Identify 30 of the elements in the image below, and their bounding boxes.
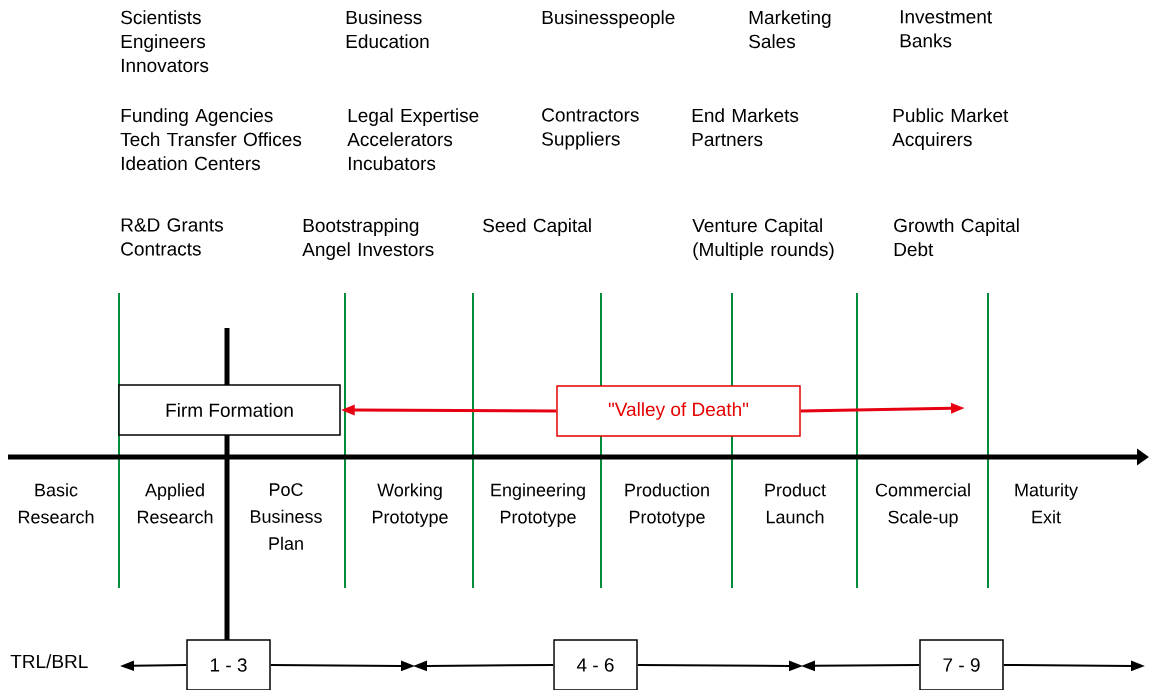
text-label: TRL/BRL xyxy=(10,654,88,669)
text-label: Scientists Engineers Innovators xyxy=(121,10,209,73)
stage-label: Commercial Scale-up xyxy=(875,483,970,527)
stage-label: Basic Research xyxy=(18,483,94,524)
stage-label: Applied Research xyxy=(137,483,213,524)
text-label: Seed Capital xyxy=(483,218,591,236)
text-label: Businesspeople xyxy=(542,10,675,28)
text-label: Contractors Suppliers xyxy=(542,108,639,150)
text-label: Marketing Sales xyxy=(749,10,831,49)
stage-label: Product Launch xyxy=(765,483,826,524)
text-label: Growth Capital Debt xyxy=(894,218,1019,257)
text-label: Business Education xyxy=(346,10,429,49)
text-label: Bootstrapping Angel Investors xyxy=(302,218,434,260)
text-label: Funding Agencies Tech Transfer Offices Ideation Centers xyxy=(120,108,302,171)
text-label: End Markets Partners xyxy=(692,108,799,147)
callout-box: "Valley of Death" xyxy=(556,385,801,437)
text-label: Public Market Acquirers xyxy=(892,108,1009,150)
stage-box: Firm Formation xyxy=(118,384,341,436)
text-label: Investment Banks xyxy=(900,10,992,48)
stage-box: 1 - 3 xyxy=(186,639,271,690)
stage-box: 7 - 9 xyxy=(919,639,1004,690)
stage-label: PoC Business Plan xyxy=(250,483,322,550)
stage-box: 4 - 6 xyxy=(553,639,638,690)
stage-label: Production Prototype xyxy=(625,483,709,527)
stage-label: Working Prototype xyxy=(372,483,448,527)
stage-label: Engineering Prototype xyxy=(491,483,585,527)
text-label: R&D Grants Contracts xyxy=(121,218,223,256)
stage-label: Maturity Exit xyxy=(1015,483,1078,524)
text-label: Venture Capital (Multiple rounds) xyxy=(692,218,834,260)
text-label: Legal Expertise Accelerators Incubators xyxy=(347,108,479,171)
